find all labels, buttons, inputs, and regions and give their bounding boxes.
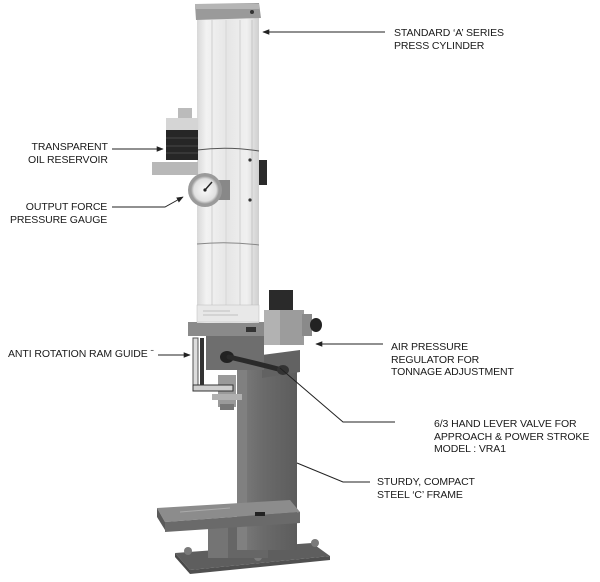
leader-lines bbox=[112, 29, 395, 483]
callout-line: OUTPUT FORCE bbox=[25, 201, 108, 213]
callout-line: MODEL : VRA1 bbox=[434, 443, 506, 455]
callout-hand-lever-valve: 6/3 HAND LEVER VALVE FOR APPROACH & POWE… bbox=[434, 418, 589, 456]
anti-rotation-ram-guide bbox=[192, 337, 234, 392]
callout-line: APPROACH & POWER STROKE bbox=[434, 430, 590, 443]
callout-line: STANDARD ‘A’ SERIES bbox=[394, 27, 504, 39]
callout-c-frame: STURDY, COMPACT STEEL ‘C’ FRAME bbox=[377, 476, 475, 501]
callout-line: TRANSPARENT bbox=[31, 141, 108, 153]
valve-regulator-block bbox=[264, 290, 322, 345]
callout-line: TONNAGE ADJUSTMENT bbox=[391, 366, 514, 378]
bolt-icon bbox=[311, 539, 319, 547]
leader-hand-lever-valve bbox=[279, 367, 395, 423]
press-cylinder bbox=[195, 3, 267, 323]
callout-press-cylinder: STANDARD ‘A’ SERIES PRESS CYLINDER bbox=[394, 27, 504, 52]
bolt-icon bbox=[184, 547, 192, 555]
callout-line: REGULATOR FOR bbox=[391, 353, 480, 366]
callout-line: OIL RESERVOIR bbox=[28, 153, 108, 166]
callout-pressure-gauge: OUTPUT FORCE PRESSURE GAUGE bbox=[10, 201, 107, 226]
work-table bbox=[157, 500, 300, 532]
leader-c-frame bbox=[296, 462, 370, 483]
callout-line: STURDY, COMPACT bbox=[377, 476, 475, 488]
oil-reservoir bbox=[152, 108, 198, 175]
callout-air-regulator: AIR PRESSURE REGULATOR FOR TONNAGE ADJUS… bbox=[391, 341, 514, 379]
callout-line: ANTI ROTATION RAM GUIDE ˉ bbox=[8, 348, 154, 360]
callout-ram-guide: ANTI ROTATION RAM GUIDE ˉ bbox=[8, 348, 154, 361]
callout-line: AIR PRESSURE bbox=[391, 341, 468, 353]
callout-oil-reservoir: TRANSPARENT OIL RESERVOIR bbox=[28, 141, 108, 166]
callout-line: STEEL ‘C’ FRAME bbox=[377, 488, 463, 501]
callout-line: PRESSURE GAUGE bbox=[10, 213, 108, 226]
pressure-gauge bbox=[188, 173, 230, 207]
leader-pressure-gauge bbox=[112, 196, 184, 208]
callout-line: PRESS CYLINDER bbox=[394, 39, 485, 52]
callout-line: 6/3 HAND LEVER VALVE FOR bbox=[434, 418, 577, 430]
